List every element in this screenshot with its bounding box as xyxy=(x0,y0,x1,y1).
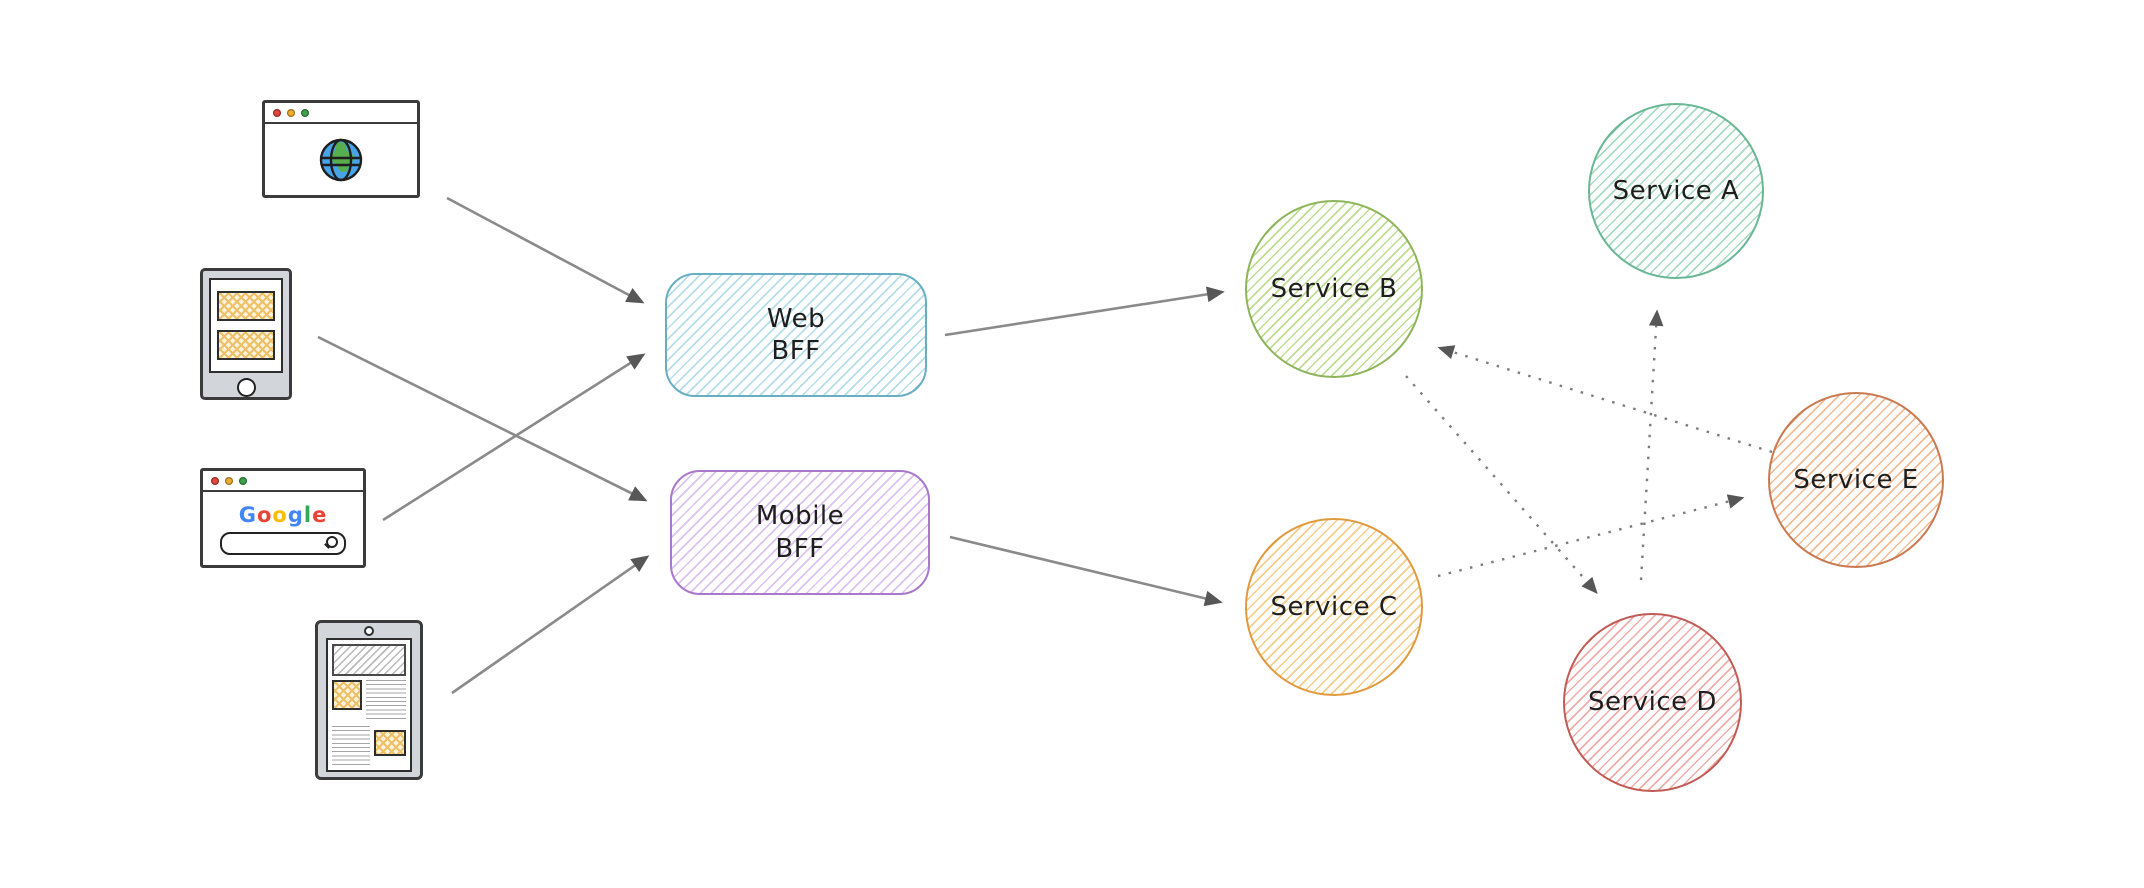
service-e-label: Service E xyxy=(1793,464,1919,495)
search-icon xyxy=(326,535,338,548)
browser-content: Google xyxy=(203,492,363,565)
edge-web-browser-to-web-bff[interactable] xyxy=(446,196,645,304)
text-lines xyxy=(332,726,370,766)
edge-service-c-to-service-e[interactable] xyxy=(1437,494,1745,578)
search-input[interactable] xyxy=(220,531,346,555)
service-d-label: Service D xyxy=(1588,687,1717,718)
edge-service-b-to-service-d[interactable] xyxy=(1405,375,1598,594)
web-bff-node[interactable]: Web BFF xyxy=(665,273,927,397)
edge-smartphone-to-mobile-bff[interactable] xyxy=(317,335,648,502)
banner-block-icon xyxy=(332,644,406,676)
edge-service-d-to-service-a[interactable] xyxy=(1639,309,1664,581)
service-b-node[interactable]: Service B xyxy=(1245,200,1423,378)
text-lines xyxy=(366,680,406,722)
traffic-light-green-icon xyxy=(301,108,309,117)
browser-content xyxy=(265,124,417,195)
traffic-light-yellow-icon xyxy=(287,108,295,117)
edge-web-bff-to-service-b[interactable] xyxy=(944,286,1225,337)
content-block-icon xyxy=(332,680,362,710)
tablet-screen xyxy=(326,638,412,772)
content-block-icon xyxy=(217,330,275,361)
home-button-icon xyxy=(236,378,256,397)
smartphone-screen xyxy=(209,278,283,374)
edge-tablet-to-mobile-bff[interactable] xyxy=(451,555,650,695)
google-logo: Google xyxy=(238,502,328,527)
content-block-icon xyxy=(217,291,275,322)
service-a-label: Service A xyxy=(1612,175,1740,206)
browser-titlebar xyxy=(265,103,417,124)
edge-search-browser-to-web-bff[interactable] xyxy=(382,353,646,522)
service-b-label: Service B xyxy=(1270,273,1398,304)
service-d-node[interactable]: Service D xyxy=(1563,613,1742,792)
traffic-light-red-icon xyxy=(273,108,281,117)
browser-titlebar xyxy=(203,471,363,492)
tablet-client[interactable] xyxy=(315,620,423,780)
web-browser-client[interactable] xyxy=(262,100,420,198)
globe-icon xyxy=(319,138,363,181)
camera-dot-icon xyxy=(364,626,374,636)
traffic-light-green-icon xyxy=(239,476,247,485)
service-a-node[interactable]: Service A xyxy=(1588,103,1764,279)
service-e-node[interactable]: Service E xyxy=(1768,392,1944,568)
traffic-light-red-icon xyxy=(211,476,219,485)
mobile-bff-label: Mobile BFF xyxy=(755,501,845,564)
mobile-bff-node[interactable]: Mobile BFF xyxy=(670,470,930,595)
search-browser-client[interactable]: Google xyxy=(200,468,366,568)
edge-service-e-to-service-b[interactable] xyxy=(1437,345,1773,454)
service-c-label: Service C xyxy=(1270,591,1398,622)
traffic-light-yellow-icon xyxy=(225,476,233,485)
smartphone-client[interactable] xyxy=(200,268,292,400)
content-block-icon xyxy=(374,730,406,756)
web-bff-label: Web BFF xyxy=(766,303,826,367)
edge-mobile-bff-to-service-c[interactable] xyxy=(949,535,1223,607)
service-c-node[interactable]: Service C xyxy=(1245,518,1423,696)
